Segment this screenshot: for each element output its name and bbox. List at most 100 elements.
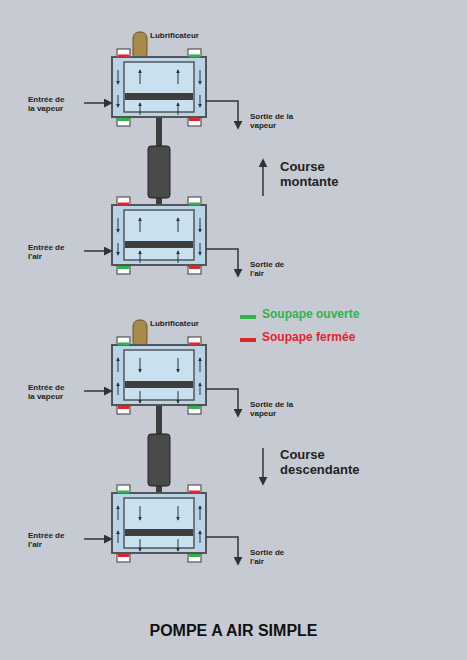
flow-arrow [178,251,179,263]
valve [188,406,201,414]
valve [188,485,201,493]
flow-arrow [200,95,201,107]
valve-state [189,266,200,269]
legend-swatch [240,338,256,342]
legend-text: Soupape fermée [262,331,355,345]
flow-arrow [140,218,141,232]
flow-arrow [140,251,141,263]
valve-state [189,343,200,346]
flow-arrow [178,103,179,115]
valve [117,197,130,205]
title: POMPE A AIR SIMPLE [0,622,467,640]
valve [188,266,201,274]
flow-arrow [178,539,179,551]
cylinder [84,337,238,416]
valve [188,197,201,205]
flow-arrow [118,95,119,107]
piston [125,241,193,248]
outlet-pipe [206,249,238,276]
valve [117,406,130,414]
port-label: Entrée de l'air [28,243,72,261]
flow-arrow [118,243,119,255]
legend-swatch [240,315,256,319]
flow-arrow [200,383,201,395]
valve-state [118,491,129,494]
flow-arrow [118,506,119,520]
stroke-arrow [262,448,264,484]
cylinder-body [112,57,206,117]
valve [117,118,130,126]
piston [125,529,193,536]
lubricator [133,320,147,348]
cylinder [84,485,238,564]
port-label: Sortie de la vapeur [250,112,294,130]
flow-arrow [200,70,201,84]
valve [188,49,201,57]
outlet-pipe [206,537,238,564]
valve [117,266,130,274]
cylinder-body [112,345,206,405]
piston [125,93,193,100]
cylinder-chamber [124,62,194,112]
cylinder [84,49,238,128]
valve [117,49,130,57]
flow-arrow [200,358,201,372]
stroke-label: Course montante [280,160,360,190]
part-label: Lubrificateur [150,31,199,40]
air-pump [84,320,263,564]
valve-state [118,266,129,269]
valve [117,554,130,562]
port-label: Entrée de l'air [28,531,72,549]
valve-state [189,118,200,121]
outlet-pipe [206,389,238,416]
inlet-pipe [84,250,111,252]
legend-text: Soupape ouverte [262,308,359,322]
flow-arrow [200,243,201,255]
valve [117,337,130,345]
valve-state [189,554,200,557]
valve-state [118,406,129,409]
flow-arrow [118,383,119,395]
valve-state [189,491,200,494]
cylinder-chamber [124,350,194,400]
valve-state [118,55,129,58]
port-label: Sortie de la vapeur [250,400,294,418]
valve [117,485,130,493]
flow-arrow [178,391,179,403]
flow-arrow [140,358,141,372]
flow-arrow [140,391,141,403]
port-label: Entrée de la vapeur [28,383,72,401]
inlet-pipe [84,390,111,392]
valve [188,337,201,345]
cylinder-chamber [124,210,194,260]
flow-arrow [178,358,179,372]
flow-arrow [200,218,201,232]
flow-arrow [140,506,141,520]
lubricator [133,32,147,60]
valve-state [118,343,129,346]
valve-state [189,55,200,58]
flow-arrow [118,70,119,84]
part-label: Lubrificateur [150,319,199,328]
air-pump [84,32,263,276]
flow-arrow [118,358,119,372]
outlet-pipe [206,101,238,128]
valve-state [118,203,129,206]
flow-arrow [118,531,119,543]
flow-arrow [200,506,201,520]
coupling-block [148,434,170,486]
valve-state [189,406,200,409]
valve [188,118,201,126]
flow-arrow [200,531,201,543]
cylinder-body [112,205,206,265]
port-label: Entrée de la vapeur [28,95,72,113]
inlet-pipe [84,102,111,104]
flow-arrow [140,103,141,115]
cylinder-body [112,493,206,553]
flow-arrow [140,70,141,84]
flow-arrow [118,218,119,232]
piston [125,381,193,388]
port-label: Sortie de l'air [250,548,294,566]
valve-state [118,118,129,121]
